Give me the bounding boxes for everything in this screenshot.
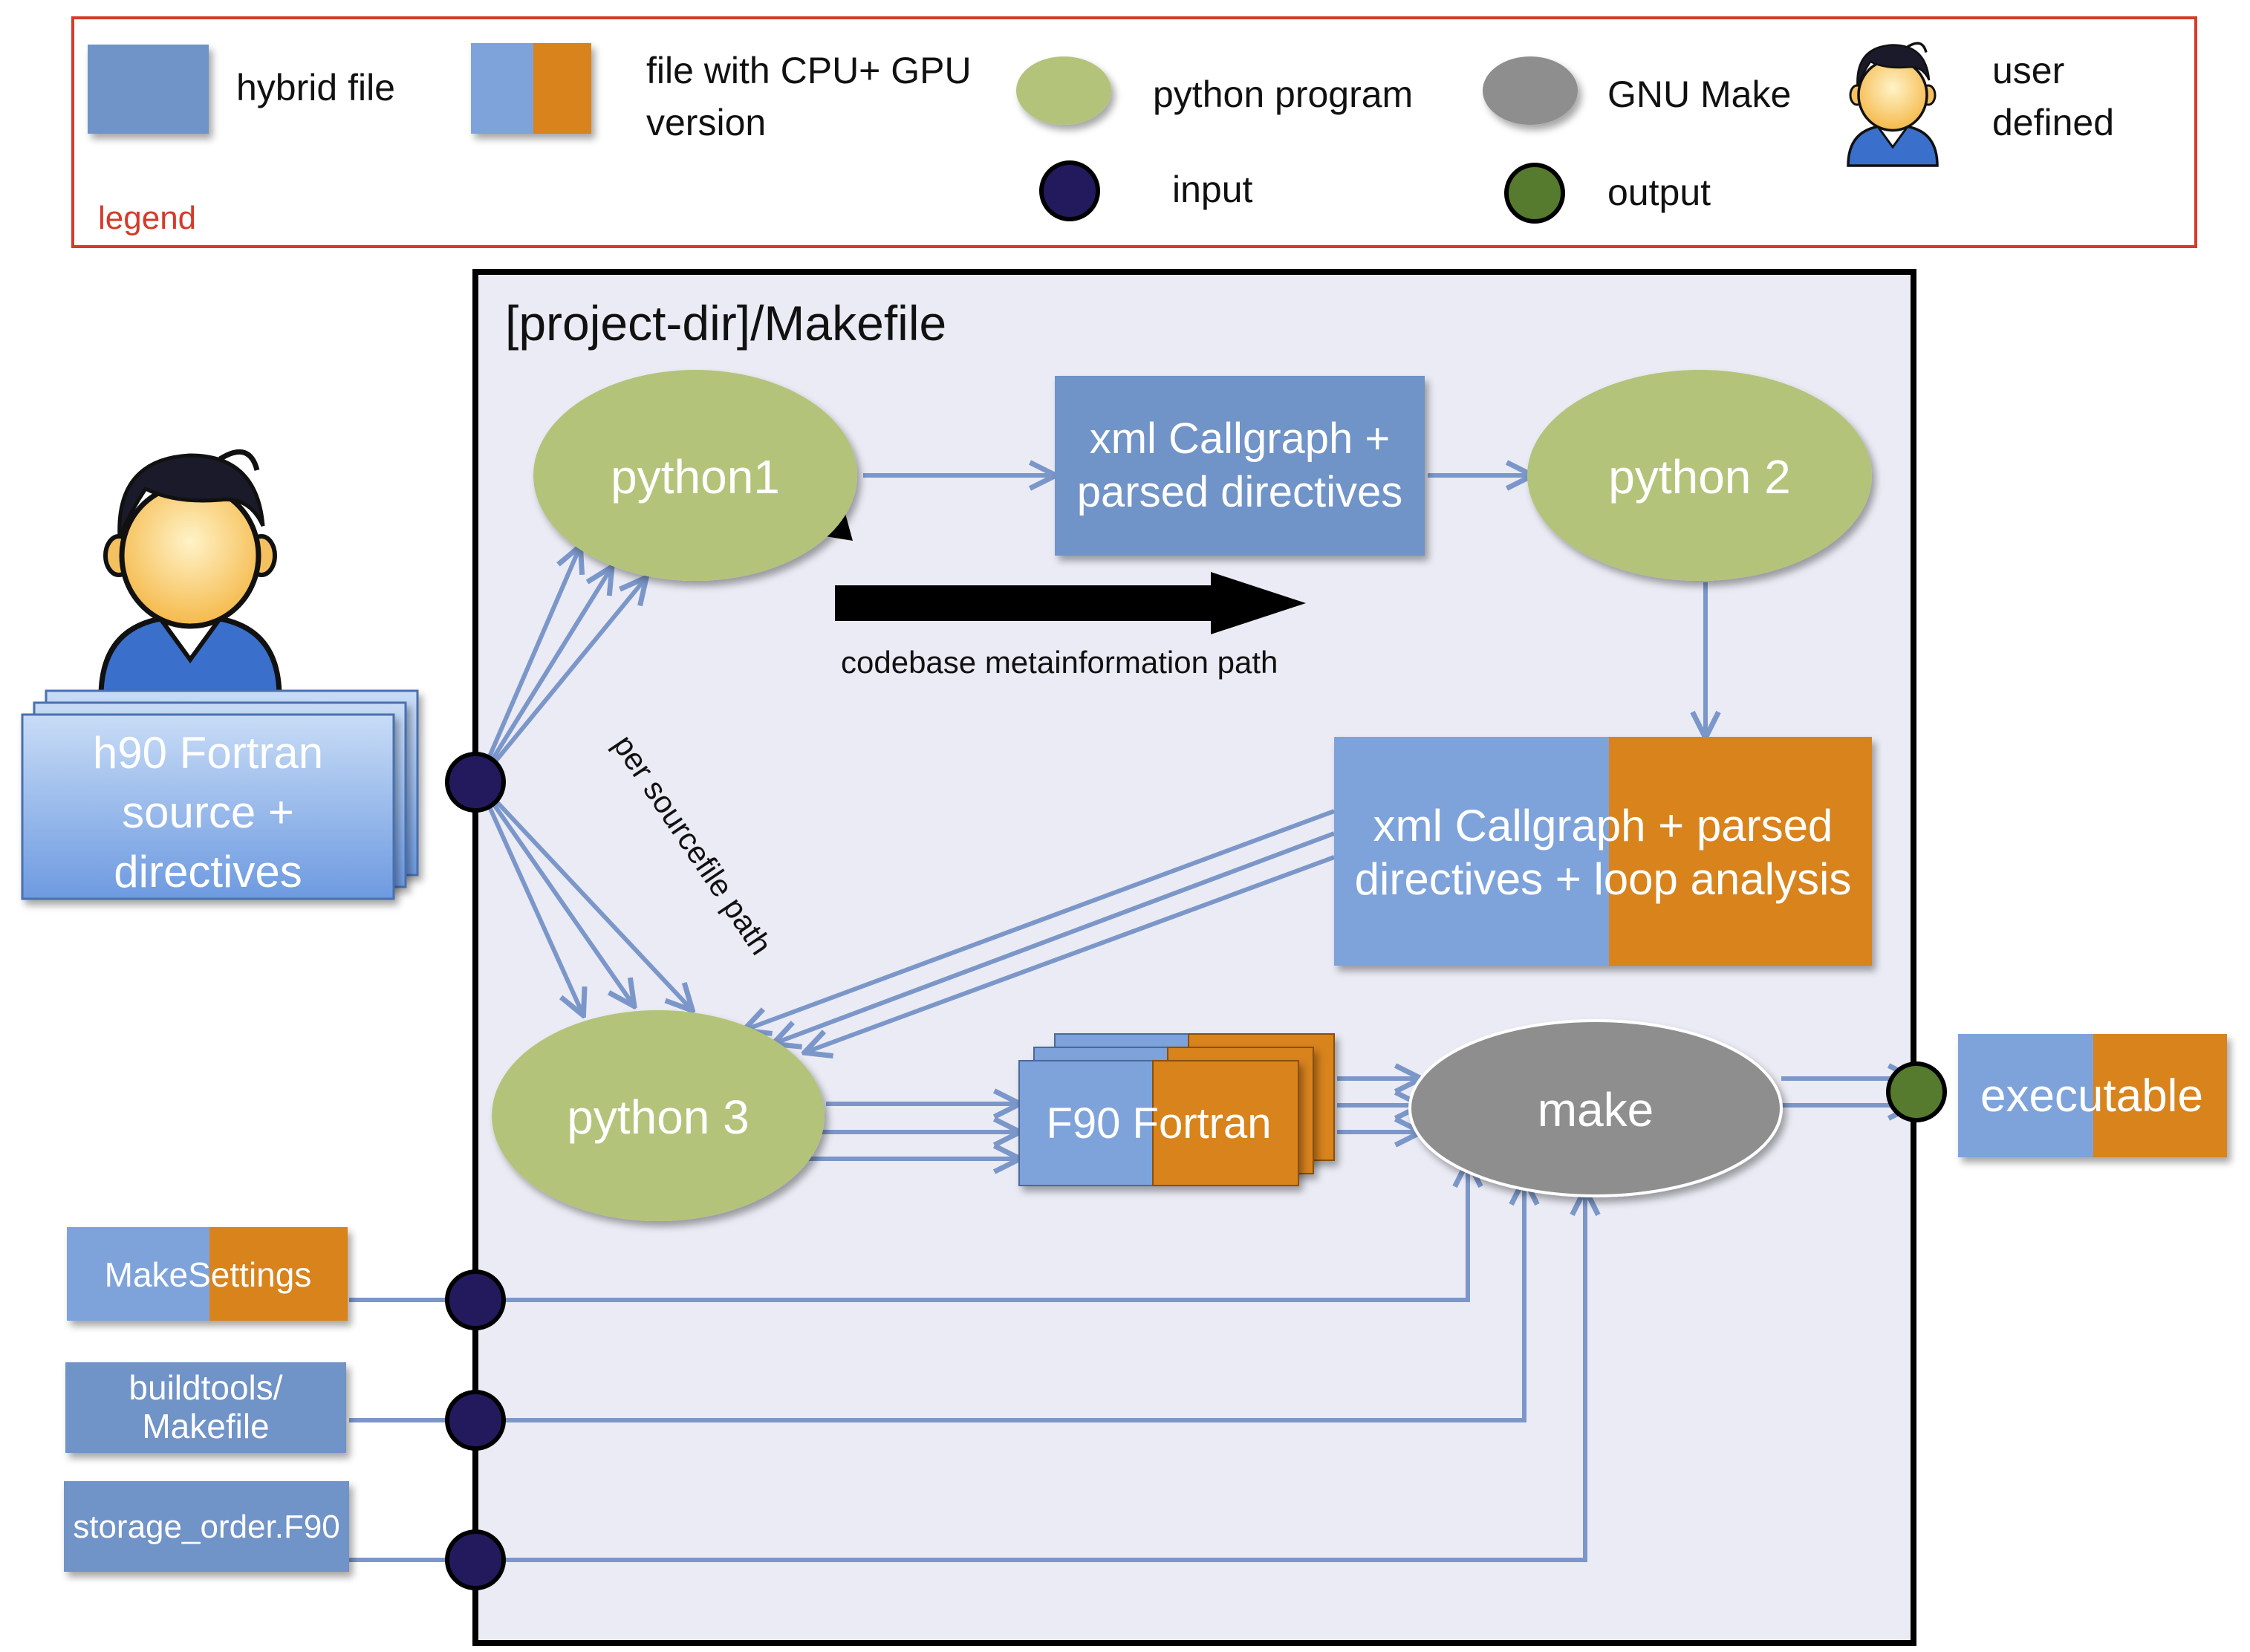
project-title: [project-dir]/Makefile	[505, 296, 946, 351]
h90-label-line1: h90 Fortran	[93, 728, 323, 778]
executable-node: executable	[1958, 1034, 2227, 1157]
storage-order-label: storage_order.F90	[73, 1509, 340, 1545]
codebase-path-arrow	[835, 572, 1306, 634]
f90-fortran-label: F90 Fortran	[1047, 1099, 1272, 1148]
input-port-h90	[445, 752, 506, 813]
legend-cpu-gpu-label-line1: file with CPU+ GPU	[646, 50, 972, 91]
legend-python-label: python program	[1153, 74, 1413, 115]
output-port-executable	[1886, 1061, 1947, 1122]
callgraph-label-line2: parsed directives	[1077, 468, 1402, 516]
legend-make-label: GNU Make	[1607, 74, 1791, 115]
legend-make-swatch	[1483, 56, 1578, 125]
codebase-path-label: codebase metainformation path	[841, 645, 1278, 680]
input-port-buildtools	[445, 1390, 506, 1451]
python1-label: python1	[611, 450, 780, 504]
legend-hybrid-label: hybrid file	[236, 67, 395, 108]
makesettings-label: MakeSettings	[105, 1255, 312, 1294]
make-node: make	[1408, 1019, 1783, 1197]
make-label: make	[1538, 1083, 1654, 1136]
loop-analysis-label-line1: xml Callgraph + parsed	[1373, 801, 1833, 851]
legend-user-label-line1: user	[1992, 50, 2064, 91]
callgraph-node: xml Callgraph + parsed directives	[1055, 376, 1425, 556]
legend-hybrid-swatch	[88, 45, 209, 134]
f90-fortran-stack: F90 Fortran	[1018, 1033, 1335, 1186]
input-port-makesettings	[445, 1269, 506, 1330]
python2-node: python 2	[1527, 370, 1872, 581]
legend-input-dot	[1039, 160, 1100, 221]
legend-user-label-line2: defined	[1992, 102, 2114, 143]
user-icon	[101, 452, 279, 697]
python1-node: python1	[533, 370, 857, 581]
connector-arrows	[349, 475, 1912, 1562]
legend-panel: legend hybrid file file with CPU+ GPU ve…	[71, 16, 2197, 248]
legend-caption: legend	[98, 200, 196, 236]
python3-node: python 3	[492, 1010, 825, 1221]
makesettings-file: MakeSettings	[67, 1227, 348, 1321]
legend-output-dot	[1504, 163, 1565, 224]
legend-cpu-gpu-swatch	[471, 43, 591, 134]
loop-analysis-node: xml Callgraph + parsed directives + loop…	[1334, 737, 1872, 966]
h90-label-line3: directives	[114, 847, 302, 897]
legend-python-swatch	[1016, 56, 1111, 125]
python2-label: python 2	[1608, 450, 1791, 504]
buildtools-label-line1: buildtools/	[129, 1368, 282, 1407]
legend-border	[71, 16, 2197, 248]
h90-label-line2: source +	[122, 787, 294, 837]
input-port-storage-order	[445, 1529, 506, 1590]
callgraph-label-line1: xml Callgraph +	[1090, 414, 1391, 463]
legend-input-label: input	[1172, 169, 1253, 210]
executable-label: executable	[1980, 1070, 2203, 1122]
loop-analysis-label-line2: directives + loop analysis	[1355, 854, 1852, 904]
python3-label: python 3	[567, 1090, 750, 1144]
legend-cpu-gpu-label-line2: version	[646, 102, 766, 143]
buildtools-label-line2: Makefile	[142, 1407, 269, 1446]
h90-source-stack: h90 Fortran source + directives	[21, 689, 419, 900]
storage-order-file: storage_order.F90	[64, 1481, 349, 1572]
legend-user-icon	[1847, 42, 1939, 167]
buildtools-makefile: buildtools/ Makefile	[65, 1362, 346, 1453]
legend-output-label: output	[1607, 172, 1711, 213]
